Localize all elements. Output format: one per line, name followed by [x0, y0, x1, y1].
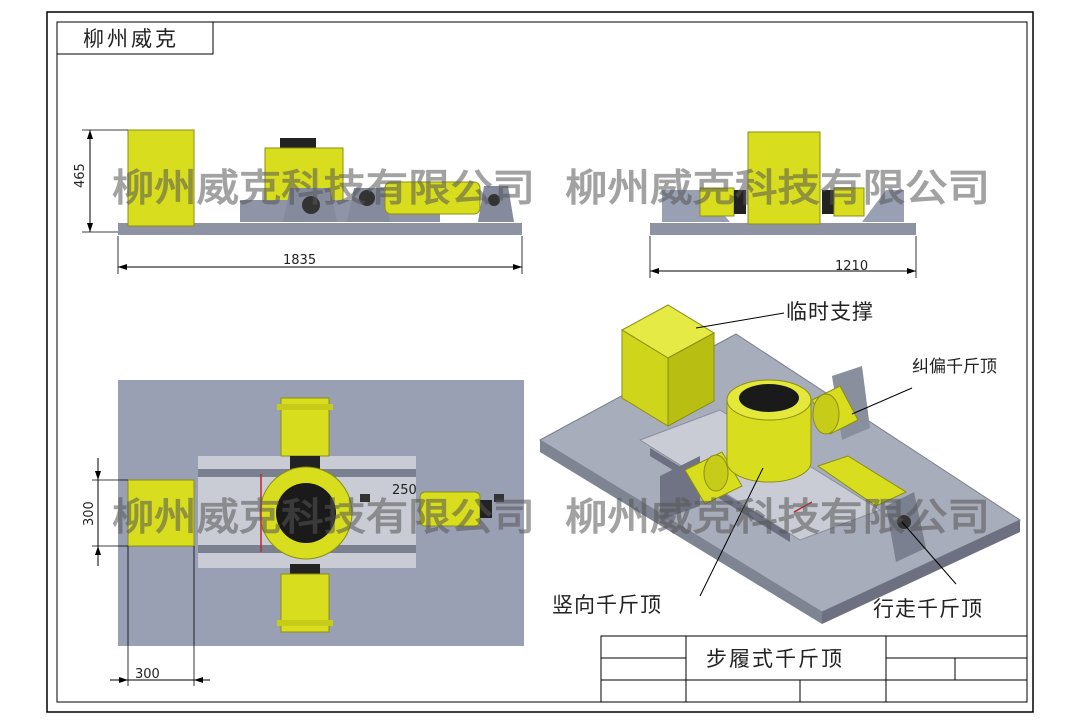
- top-walking-jack-cap: [480, 500, 492, 518]
- top-upper-jack-bracket: [277, 404, 333, 410]
- iso-support-right: [667, 332, 715, 427]
- iso-left-jack-end: [703, 454, 729, 492]
- top-lower-jack-bracket: [277, 620, 333, 626]
- iso-correction-jack-end: [812, 393, 840, 435]
- brand-text: 柳州威克: [83, 27, 179, 51]
- side-right-jack: [833, 187, 865, 217]
- brand-box: 柳州威克: [56, 21, 214, 55]
- dim-300-horiz-label: 300: [135, 667, 160, 682]
- dim-300-vert-label: 300: [82, 501, 97, 526]
- watermark-upper-left: 柳州威克科技有限公司: [112, 166, 535, 210]
- dim-1835-arrow-left: [118, 264, 127, 270]
- side-view: 1210: [649, 131, 917, 278]
- watermark-lower-left: 柳州威克科技有限公司: [112, 495, 535, 539]
- top-lower-jack-cap: [290, 564, 320, 576]
- top-upper-jack-cap: [290, 456, 320, 470]
- iso-vertical-jack-piston: [739, 384, 799, 412]
- dim-300-vert-arrow-bottom: [95, 546, 101, 555]
- iso-walking-bracket-hole: [897, 515, 911, 529]
- dim-300-vert-arrow-top: [95, 471, 101, 480]
- dim-1210-arrow-right: [907, 268, 916, 274]
- dim-1210-label: 1210: [835, 259, 868, 274]
- label-correction-jack: 纠偏千斤顶: [912, 357, 997, 377]
- title-block: 步履式千斤顶: [600, 635, 1028, 703]
- side-vertical-jack: [747, 131, 821, 225]
- inner-border: [56, 21, 1028, 703]
- label-vertical-jack: 竖向千斤顶: [552, 593, 662, 617]
- title-block-title: 步履式千斤顶: [706, 647, 844, 671]
- iso-walking-jack: [816, 455, 908, 507]
- outer-border: [46, 11, 1034, 713]
- label-walking-jack: 行走千斤顶: [873, 597, 983, 621]
- dim-1835-arrow-right: [513, 264, 522, 270]
- top-walking-jack-pad-right: [494, 494, 504, 502]
- dim-300-horiz-arrow-right: [194, 677, 203, 683]
- dim-1835-label: 1835: [283, 253, 316, 268]
- iso-view: [538, 304, 1022, 624]
- watermark-lower-right: 柳州威克科技有限公司: [565, 495, 990, 539]
- iso-base-side: [822, 520, 1020, 624]
- dim-1210-arrow-left: [650, 268, 659, 274]
- watermark-upper-right: 柳州威克科技有限公司: [565, 166, 990, 210]
- leader-correction-jack: [851, 387, 913, 415]
- dim-465-arrow-bottom: [87, 223, 93, 232]
- dim-465-arrow-top: [87, 130, 93, 139]
- side-left-cap: [734, 190, 746, 214]
- iso-vertical-jack-body: [726, 399, 812, 483]
- iso-base-front: [540, 440, 822, 624]
- top-view: 250 300 300: [82, 380, 524, 686]
- top-vertical-jack-piston: [276, 483, 336, 543]
- side-bracket-right: [862, 190, 904, 222]
- dim-250-label: 250: [392, 483, 417, 498]
- leader-temporary-support: [695, 312, 785, 329]
- dim-465-label: 465: [73, 163, 88, 188]
- dim-300-horiz-arrow-left: [119, 677, 128, 683]
- label-temporary-support: 临时支撑: [786, 300, 874, 324]
- top-temporary-support: [127, 479, 195, 547]
- front-bracket-right-hole: [359, 190, 375, 206]
- front-bracket-far-hole: [488, 194, 500, 206]
- front-walking-jack: [384, 181, 481, 215]
- side-left-jack: [699, 187, 735, 217]
- front-temporary-support: [127, 129, 195, 227]
- iso-centerline-red: [793, 501, 813, 513]
- front-base-plate: [118, 223, 522, 235]
- front-vertical-jack-top: [280, 138, 316, 148]
- side-right-cap: [822, 190, 834, 214]
- front-bracket-left-hole: [302, 196, 320, 214]
- leader-walking-jack: [901, 521, 957, 585]
- top-walking-jack-pad-left: [360, 494, 370, 502]
- front-view: 465 1835: [73, 129, 523, 274]
- side-base-plate: [650, 223, 916, 235]
- leader-vertical-jack: [699, 467, 764, 597]
